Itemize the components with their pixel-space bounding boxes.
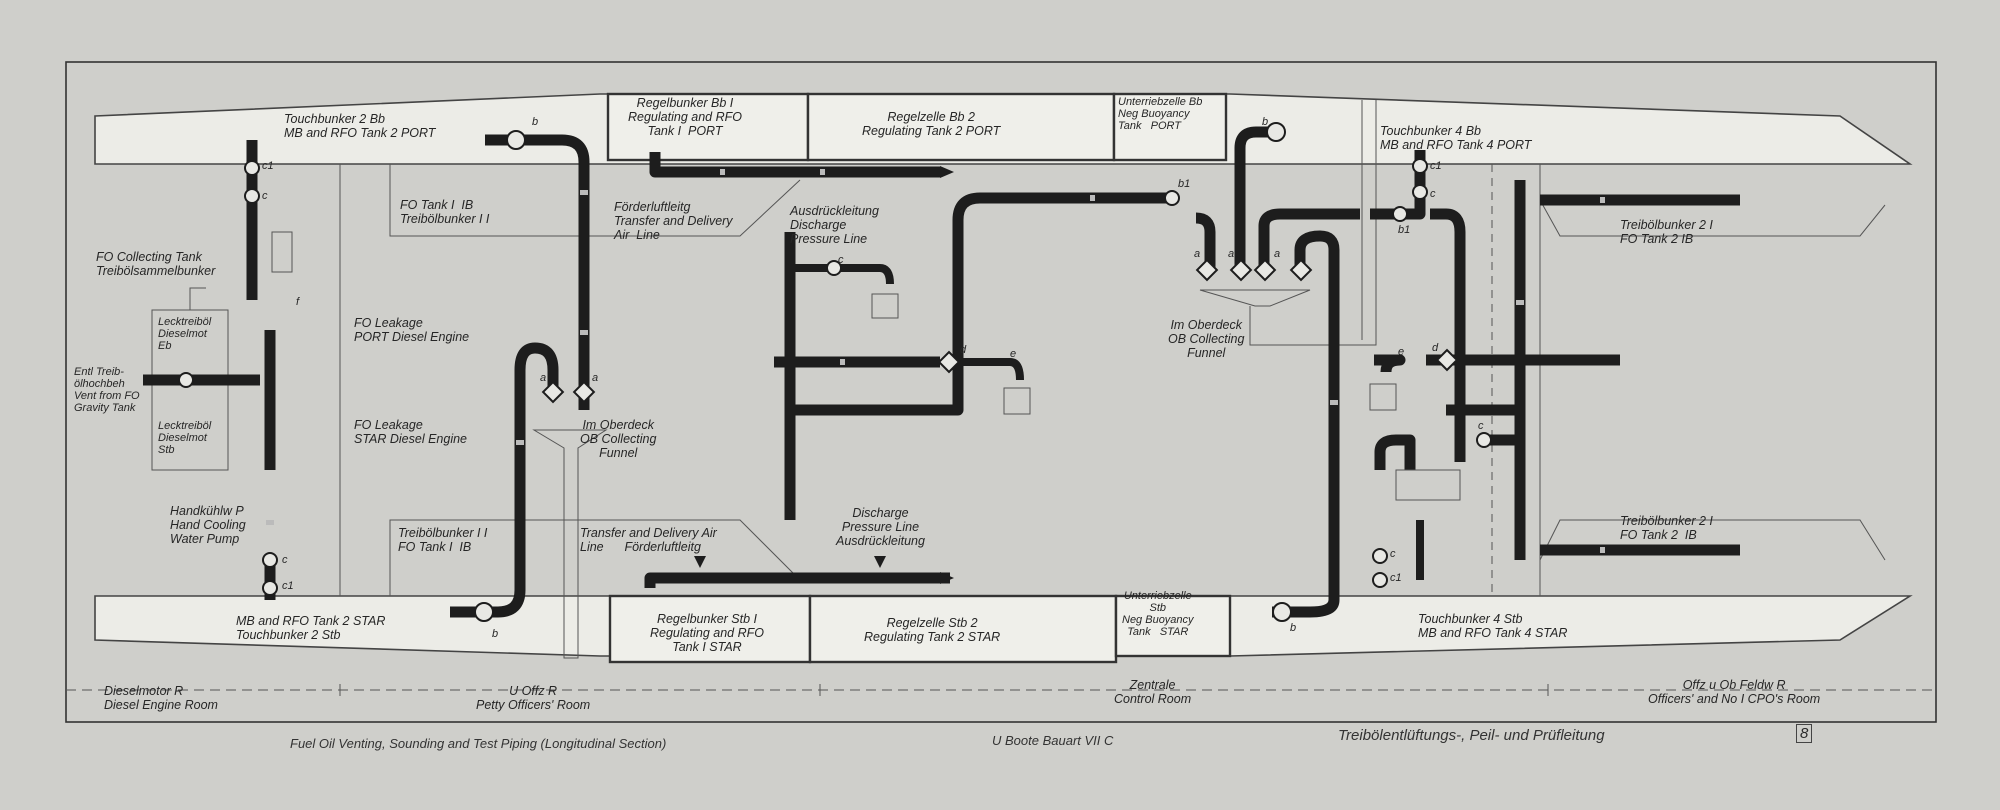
label-treiboelbunker-ii-low: Treibölbunker I I FO Tank I IB	[398, 526, 488, 554]
mark-a-left-1: a	[540, 372, 547, 384]
tank-regelzelle-stb2	[808, 594, 1118, 664]
label-ob-funnel-left: Im Oberdeck OB Collecting Funnel	[580, 418, 657, 460]
label-ob-funnel-right: Im Oberdeck OB Collecting Funnel	[1168, 318, 1245, 360]
mark-c-top: c	[262, 190, 268, 202]
mark-b-right-top: b	[1262, 116, 1269, 128]
label-unterriebzelle-stb: Unterriebzelle Stb Neg Buoyancy Tank STA…	[1122, 590, 1194, 638]
arrow-transfer-low	[940, 572, 954, 584]
label-lecktreiboel-eb: Lecktreiböl Dieselmot Eb	[158, 316, 212, 352]
label-regelbunker-stb1: Regelbunker Stb I Regulating and RFO Tan…	[650, 612, 764, 654]
mark-c1-right-low: c1	[1390, 572, 1402, 584]
label-discharge-line-low: Discharge Pressure Line Ausdrückleitung	[836, 506, 925, 548]
caption-right: Treibölentlüftungs-, Peil- und Prüfleitu…	[1338, 727, 1605, 744]
arrow-transfer-top	[940, 166, 954, 178]
mark-f: f	[296, 296, 300, 308]
pipe-network	[143, 126, 1740, 618]
label-regelzelle-bb2: Regelzelle Bb 2 Regulating Tank 2 PORT	[862, 110, 1001, 138]
test-tank	[1395, 469, 1461, 501]
mark-a-right-1: a	[1194, 248, 1201, 260]
room-officers: Offz u Ob Feldw R Officers' and No I CPO…	[1648, 678, 1821, 706]
mark-c1-top: c1	[262, 160, 274, 172]
tank-unterriebzelle-stb	[1114, 594, 1232, 658]
label-discharge-line-top: Ausdrückleitung Discharge Pressure Line	[790, 204, 879, 246]
label-unterriebzelle-bb: Unterriebzelle Bb Neg Buoyancy Tank PORT	[1118, 96, 1203, 132]
mark-a-right-2: a	[1228, 248, 1235, 260]
pipe-joints	[266, 169, 1605, 553]
label-fo-leakage-star: FO Leakage STAR Diesel Engine	[354, 418, 468, 446]
label-regelbunker-bb1: Regelbunker Bb I Regulating and RFO Tank…	[628, 96, 742, 138]
caption-middle: U Boote Bauart VII C	[992, 733, 1114, 748]
funnel-r-drain	[1249, 306, 1377, 346]
mark-b1-mid: b1	[1178, 178, 1191, 190]
ob-funnel-left	[532, 429, 608, 659]
mark-c-right-low: c	[1390, 548, 1396, 560]
mark-b-left-top: b	[532, 116, 539, 128]
room-petty-officers: U Offz R Petty Officers' Room	[476, 684, 591, 712]
mark-c1-low: c1	[282, 580, 294, 592]
mark-b-left-low: b	[492, 628, 499, 640]
mark-d-mid: d	[960, 344, 967, 356]
mark-d-right: d	[1432, 342, 1439, 354]
label-transfer-air-line-low: Transfer and Delivery Air Line Förderluf…	[580, 526, 717, 554]
ob-funnel-right	[1199, 289, 1311, 307]
mark-a-left-2: a	[592, 372, 599, 384]
label-fo-tank2-ib-low: Treibölbunker 2 I FO Tank 2 IB	[1620, 514, 1713, 542]
label-transfer-air-line-top: Förderluftleitg Transfer and Delivery Ai…	[614, 200, 733, 242]
test-cup-3	[1369, 383, 1397, 411]
label-fo-leakage-port: FO Leakage PORT Diesel Engine	[354, 316, 470, 344]
fo-tank1-ib-low	[389, 519, 801, 596]
mark-e-right: e	[1398, 346, 1405, 358]
page-number: 8	[1796, 724, 1813, 743]
mark-e-mid: e	[1010, 348, 1017, 360]
mark-c-low: c	[282, 554, 288, 566]
label-lecktreiboel-stb: Lecktreiböl Dieselmot Stb	[158, 420, 212, 456]
mark-b1-right: b1	[1398, 224, 1411, 236]
label-hand-cooling-pump: Handkühlw P Hand Cooling Water Pump	[170, 504, 246, 546]
mark-a-right-3: a	[1274, 248, 1281, 260]
arrow-discharge-2	[874, 556, 886, 568]
collect-pipe	[189, 287, 206, 310]
fo-tank2-ib-top	[1539, 199, 1886, 237]
room-control: Zentrale Control Room	[1114, 678, 1192, 706]
mark-c-right-top: c	[1430, 188, 1436, 200]
mark-c1-right-top: c1	[1430, 160, 1442, 172]
tank-unterriebzelle-bb	[1112, 92, 1228, 162]
mark-b-right-low: b	[1290, 622, 1297, 634]
label-entl-treiboel: Entl Treib- ölhochbeh Vent from FO Gravi…	[74, 366, 140, 414]
valves	[178, 122, 1492, 622]
label-regelzelle-stb2: Regelzelle Stb 2 Regulating Tank 2 STAR	[864, 616, 1001, 644]
mark-c-right-mid: c	[1478, 420, 1484, 432]
test-cup-2	[1003, 387, 1031, 415]
room-diesel-engine: Dieselmotor R Diesel Engine Room	[104, 684, 218, 712]
sight-glass	[271, 231, 293, 273]
caption-left: Fuel Oil Venting, Sounding and Test Pipi…	[290, 736, 667, 751]
label-touchbunker-2-stb: MB and RFO Tank 2 STAR Touchbunker 2 Stb	[236, 614, 386, 642]
fo-tank2-ib-low	[1539, 519, 1886, 561]
arrow-discharge-1	[694, 556, 706, 568]
mark-c-mid: c	[838, 254, 844, 266]
test-cup-1	[871, 293, 899, 319]
fo-tank1-ib-top	[389, 164, 801, 237]
label-fo-tank2-ib-top: Treibölbunker 2 I FO Tank 2 IB	[1620, 218, 1713, 246]
label-touchbunker-4-stb: Touchbunker 4 Stb MB and RFO Tank 4 STAR	[1418, 612, 1568, 640]
drawing-frame	[65, 61, 1937, 723]
label-fo-collecting-tank: FO Collecting Tank Treibölsammelbunker	[96, 250, 216, 278]
label-touchbunker-4-bb: Touchbunker 4 Bb MB and RFO Tank 4 PORT	[1380, 124, 1532, 152]
tank-regelzelle-bb2	[806, 92, 1116, 162]
label-touchbunker-2-bb: Touchbunker 2 Bb MB and RFO Tank 2 PORT	[284, 112, 436, 140]
label-fo-tank1-ib-top: FO Tank I IB Treibölbunker I I	[400, 198, 490, 226]
